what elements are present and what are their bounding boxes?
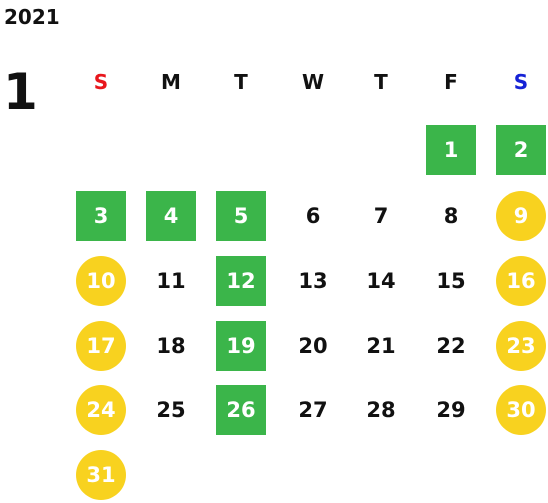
day-cell-9[interactable]: 9 xyxy=(496,191,546,241)
day-cell-24[interactable]: 24 xyxy=(76,385,126,435)
day-cell-14[interactable]: 14 xyxy=(366,268,396,293)
day-cell-23[interactable]: 23 xyxy=(496,321,546,371)
day-cell-7[interactable]: 7 xyxy=(373,203,389,228)
day-cell-15[interactable]: 15 xyxy=(436,268,466,293)
year-label: 2021 xyxy=(4,5,60,29)
day-cell-5[interactable]: 5 xyxy=(216,191,266,241)
day-cell-28[interactable]: 28 xyxy=(366,397,396,422)
weekday-sunday: S xyxy=(93,70,109,94)
weekday-friday: F xyxy=(444,70,458,94)
day-cell-12[interactable]: 12 xyxy=(216,256,266,306)
day-cell-10[interactable]: 10 xyxy=(76,256,126,306)
weekday-tuesday: T xyxy=(234,70,248,94)
day-cell-26[interactable]: 26 xyxy=(216,385,266,435)
day-cell-18[interactable]: 18 xyxy=(156,333,186,358)
weekday-thursday: T xyxy=(374,70,388,94)
day-cell-11[interactable]: 11 xyxy=(156,268,186,293)
month-label: 1 xyxy=(3,63,38,121)
day-cell-2[interactable]: 2 xyxy=(496,125,546,175)
day-cell-29[interactable]: 29 xyxy=(436,397,466,422)
day-cell-31[interactable]: 31 xyxy=(76,450,126,500)
day-cell-3[interactable]: 3 xyxy=(76,191,126,241)
day-cell-6[interactable]: 6 xyxy=(305,203,321,228)
day-cell-20[interactable]: 20 xyxy=(298,333,328,358)
weekday-saturday: S xyxy=(513,70,529,94)
day-cell-22[interactable]: 22 xyxy=(436,333,466,358)
day-cell-13[interactable]: 13 xyxy=(298,268,328,293)
day-cell-8[interactable]: 8 xyxy=(443,203,459,228)
day-cell-30[interactable]: 30 xyxy=(496,385,546,435)
day-cell-25[interactable]: 25 xyxy=(156,397,186,422)
day-cell-4[interactable]: 4 xyxy=(146,191,196,241)
day-cell-21[interactable]: 21 xyxy=(366,333,396,358)
day-cell-27[interactable]: 27 xyxy=(298,397,328,422)
day-cell-16[interactable]: 16 xyxy=(496,256,546,306)
weekday-wednesday: W xyxy=(301,70,325,94)
day-cell-1[interactable]: 1 xyxy=(426,125,476,175)
day-cell-19[interactable]: 19 xyxy=(216,321,266,371)
day-cell-17[interactable]: 17 xyxy=(76,321,126,371)
weekday-monday: M xyxy=(161,70,181,94)
